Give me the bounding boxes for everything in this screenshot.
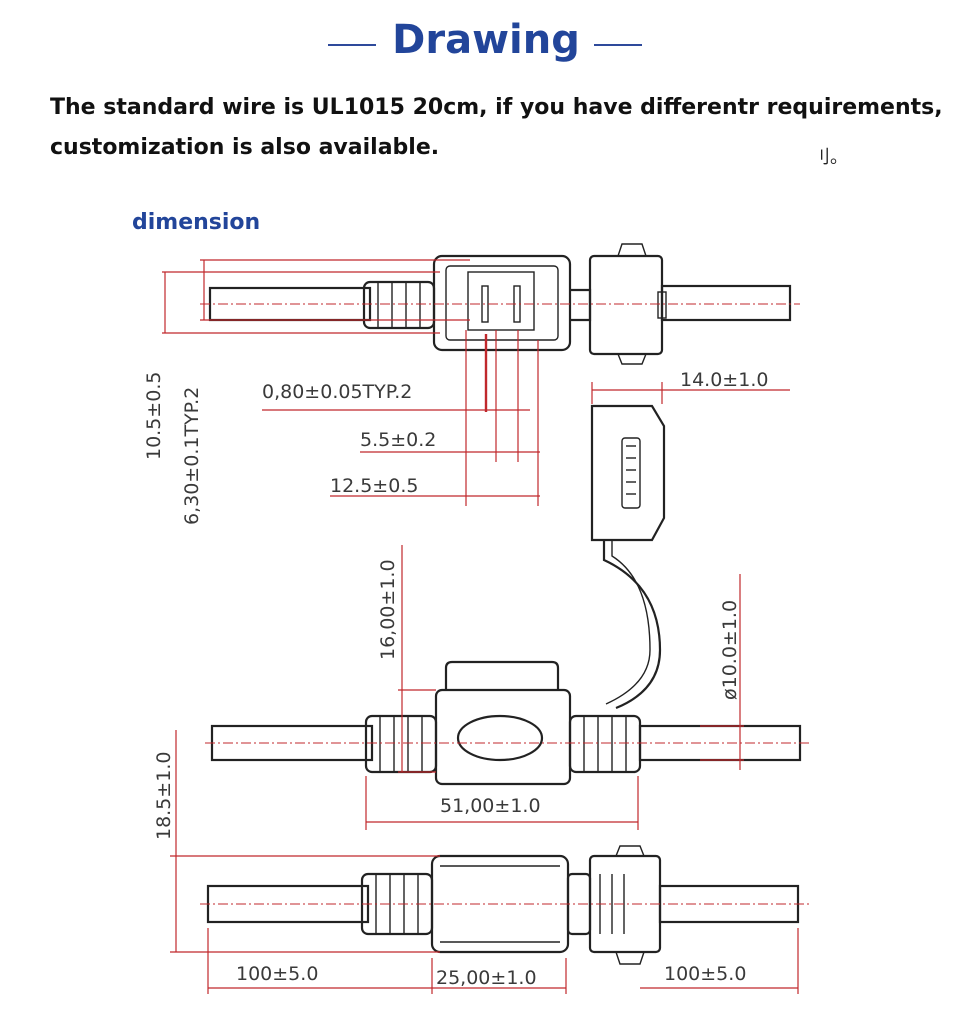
dim-height-body: 10.5±0.5 <box>143 372 165 460</box>
strain-relief-top <box>362 280 436 330</box>
tether-strap <box>602 540 662 710</box>
dim-pin-width: 5.5±0.2 <box>360 429 436 451</box>
dim-wire-diameter: ø10.0±1.0 <box>719 600 741 700</box>
dim-wire-left: 100±5.0 <box>236 963 318 985</box>
dim-holder-body: 25,00±1.0 <box>436 967 537 989</box>
intro-line-1: The standard wire is UL1015 20cm, if you… <box>50 95 943 120</box>
strain-relief-middle-left <box>364 714 438 774</box>
cap-side <box>590 404 666 542</box>
section-label: dimension <box>132 210 261 235</box>
intro-text: The standard wire is UL1015 20cm, if you… <box>50 88 960 168</box>
intro-line-2: customization is also available. <box>50 135 440 160</box>
dim-holder-length: 51,00±1.0 <box>440 795 541 817</box>
dim-pin-length: 12.5±0.5 <box>330 475 418 497</box>
view-middle <box>205 545 810 830</box>
page-title: Drawing <box>392 17 580 63</box>
dim-pin-spacing: 6,30±0.1TYP.2 <box>181 387 203 525</box>
dim-wire-right: 100±5.0 <box>664 963 746 985</box>
cap-top <box>588 254 664 356</box>
holder-window <box>456 714 544 762</box>
page-header: Drawing <box>0 14 972 70</box>
wire-right-top <box>660 284 792 322</box>
strain-relief-middle-right <box>568 714 642 774</box>
stray-mark: 刂。 <box>812 147 848 168</box>
holder-body-middle <box>434 688 572 786</box>
dim-pin-thickness: 0,80±0.05TYP.2 <box>262 381 412 403</box>
view-bottom <box>170 730 810 994</box>
dim-cap-width: 14.0±1.0 <box>680 369 768 391</box>
title-rule-left <box>328 44 376 46</box>
view-top <box>162 243 800 506</box>
title-rule-right <box>594 44 642 46</box>
dim-overall-height: 18.5±1.0 <box>153 752 175 840</box>
view-cap <box>590 382 790 710</box>
holder-body-top <box>432 254 572 352</box>
dim-cap-height: 16,00±1.0 <box>377 559 399 660</box>
